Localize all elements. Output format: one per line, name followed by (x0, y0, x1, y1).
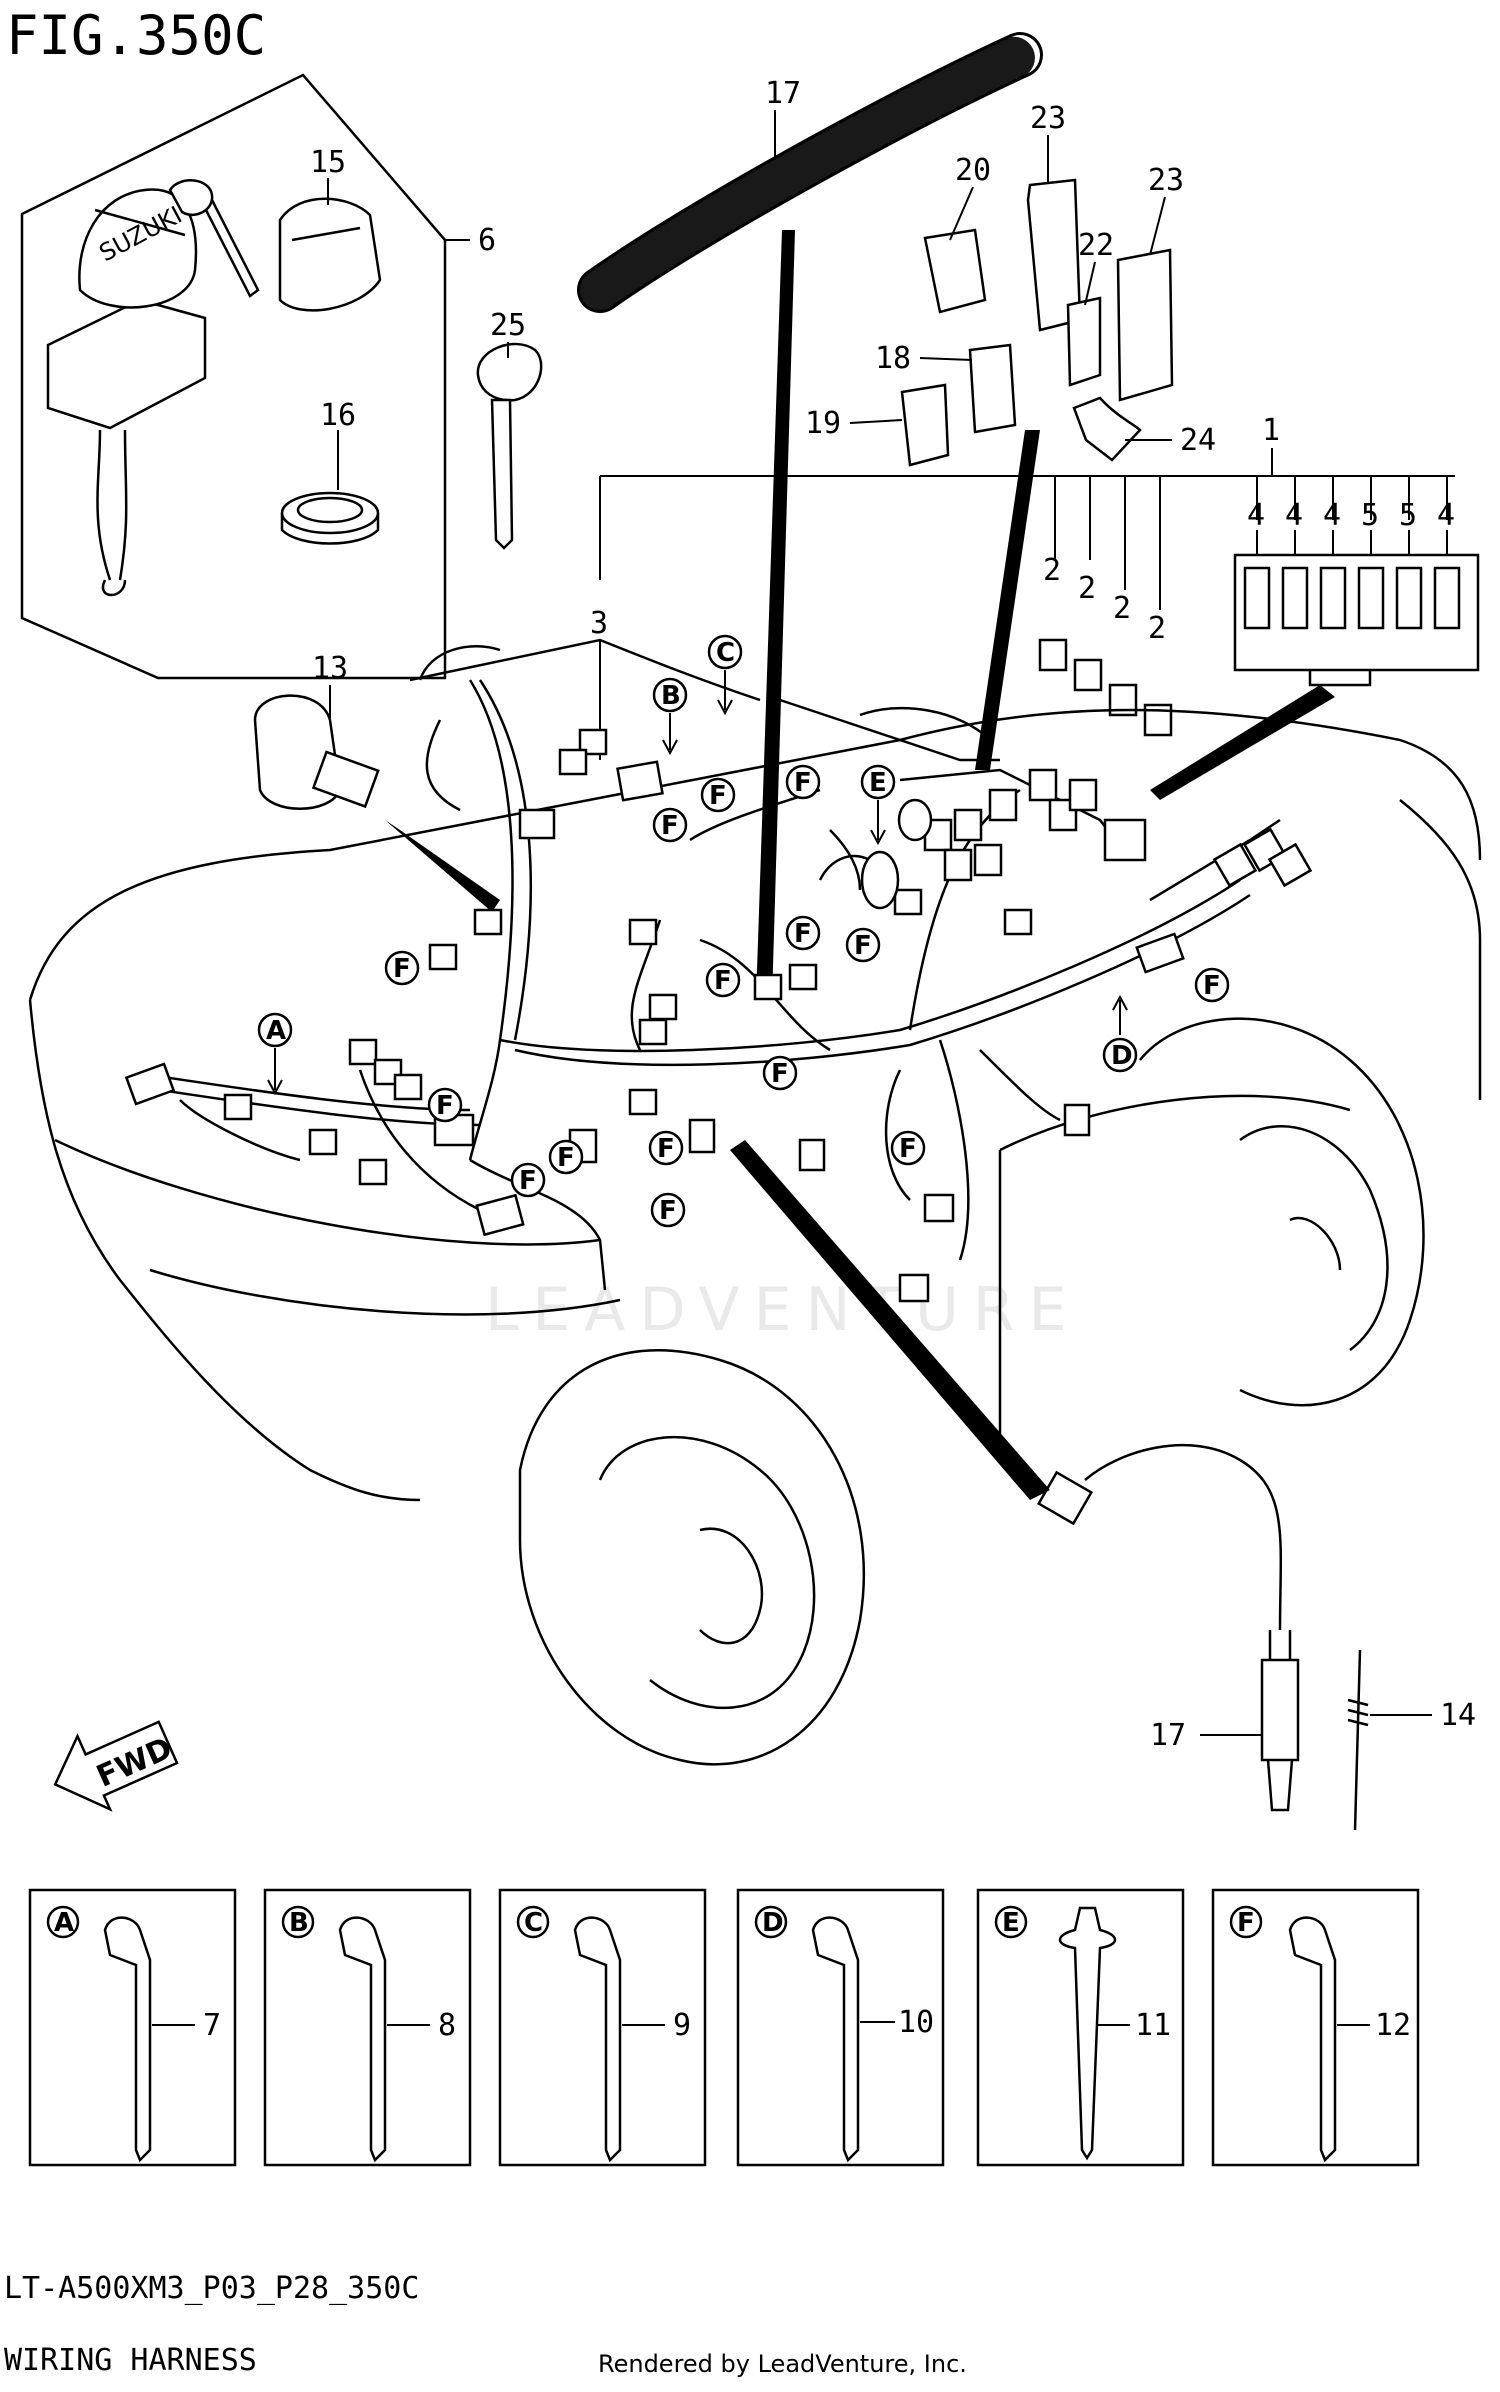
section-name: WIRING HARNESS (4, 2343, 257, 2378)
part-7: 7 (203, 2008, 221, 2043)
callout-24: 24 (1180, 423, 1216, 458)
svg-text:F: F (709, 781, 727, 811)
part-8: 8 (438, 2008, 456, 2043)
watermark-text: LEADVENTURE (485, 1275, 1081, 1345)
spare-key-25[interactable] (476, 342, 543, 550)
callout-6: 17 (765, 76, 801, 111)
callout-13: 13 (312, 651, 348, 686)
callout-4-c: 4 (1323, 498, 1341, 533)
clamp-panel-E[interactable]: E 11 (976, 1888, 1185, 2167)
callout-4-a: 4 (1247, 498, 1265, 533)
clamp-markers: A B C D E F F F F F F F F F F F F F F F … (257, 634, 1230, 1228)
fuse-box-1[interactable] (1233, 553, 1480, 687)
marker-B: B (652, 677, 688, 713)
part-12: 12 (1375, 2008, 1411, 2043)
svg-text:A: A (54, 1908, 74, 1938)
callout-4-d: 4 (1437, 498, 1455, 533)
svg-text:D: D (1111, 1041, 1133, 1071)
rendered-by: Rendered by LeadVenture, Inc. (598, 2350, 967, 2378)
svg-text:F: F (661, 811, 679, 841)
callout-16: 16 (320, 398, 356, 433)
part-10: 10 (898, 2005, 934, 2040)
svg-text:F: F (393, 954, 411, 984)
svg-text:E: E (1002, 1908, 1020, 1938)
svg-text:C: C (524, 1908, 543, 1938)
svg-text:F: F (557, 1143, 575, 1173)
svg-text:F: F (899, 1134, 917, 1164)
svg-text:F: F (659, 1196, 677, 1226)
marker-E: E (860, 764, 896, 800)
wiring-harness[interactable] (124, 645, 1313, 1303)
socket-13[interactable] (253, 694, 380, 810)
svg-text:F: F (714, 966, 732, 996)
callout-21: 20 (955, 153, 991, 188)
svg-text:F: F (657, 1134, 675, 1164)
svg-text:F: F (771, 1059, 789, 1089)
marker-C: C (707, 634, 743, 670)
callout-2-a: 2 (1043, 553, 1061, 588)
callout-25: 25 (490, 308, 526, 343)
svg-text:B: B (289, 1908, 309, 1938)
clamp-panel-B[interactable]: B 8 (263, 1888, 472, 2167)
relay-group[interactable] (900, 178, 1174, 467)
callout-5-a: 5 (1361, 498, 1379, 533)
clamp-panel-A[interactable]: A 7 (28, 1888, 237, 2167)
clamp-panel-F[interactable]: F 12 (1211, 1888, 1420, 2167)
callout-20: 19 (805, 406, 841, 441)
callout-1: 1 (1262, 413, 1280, 448)
callout-2-b: 2 (1078, 571, 1096, 606)
callout-4-b: 4 (1285, 498, 1303, 533)
callout-22: 22 (1078, 228, 1114, 263)
callout-18: 14 (1440, 1698, 1476, 1733)
svg-text:F: F (519, 1166, 537, 1196)
corrugated-tube-6[interactable] (577, 32, 1043, 313)
fuses-2[interactable] (1038, 638, 1173, 737)
svg-text:A: A (266, 1016, 286, 1046)
part-11: 11 (1135, 2008, 1171, 2043)
callout-2-c: 2 (1113, 591, 1131, 626)
svg-text:F: F (1237, 1908, 1255, 1938)
svg-text:C: C (716, 638, 735, 668)
clamp-detail-panels: A 7 B 8 C 9 D 1 (28, 1888, 1420, 2167)
forward-arrow: FWD (53, 1720, 179, 1812)
callout-23-left: 23 (1030, 101, 1066, 136)
svg-text:F: F (436, 1091, 454, 1121)
svg-text:D: D (762, 1908, 784, 1938)
svg-text:F: F (794, 919, 812, 949)
callout-14: 6 (478, 223, 496, 258)
callout-2-d: 2 (1148, 611, 1166, 646)
svg-text:F: F (794, 768, 812, 798)
svg-text:E: E (869, 768, 887, 798)
marker-D: D (1102, 1037, 1138, 1073)
atv-body (28, 638, 1482, 1766)
callout-15: 15 (310, 145, 346, 180)
svg-text:F: F (854, 931, 872, 961)
figure-title: FIG.350C (6, 4, 266, 67)
callout-23-right: 23 (1148, 163, 1184, 198)
callout-17-visible: 17 (1150, 1718, 1186, 1753)
model-code: LT-A500XM3_P03_P28_350C (4, 2271, 419, 2306)
clamp-panel-C[interactable]: C 9 (498, 1888, 707, 2167)
ignition-switch-inset[interactable]: SUZUKI (20, 73, 447, 680)
part-9: 9 (673, 2008, 691, 2043)
clamp-panel-D[interactable]: D 10 (736, 1888, 945, 2167)
callout-3: 3 (590, 606, 608, 641)
svg-text:F: F (1203, 971, 1221, 1001)
svg-text:B: B (661, 681, 681, 711)
sensor-17[interactable] (1036, 1443, 1300, 1812)
marker-A: A (257, 1012, 293, 1048)
spring-18[interactable] (1347, 1649, 1369, 1831)
callout-19: 18 (875, 341, 911, 376)
callout-5-b: 5 (1399, 498, 1417, 533)
